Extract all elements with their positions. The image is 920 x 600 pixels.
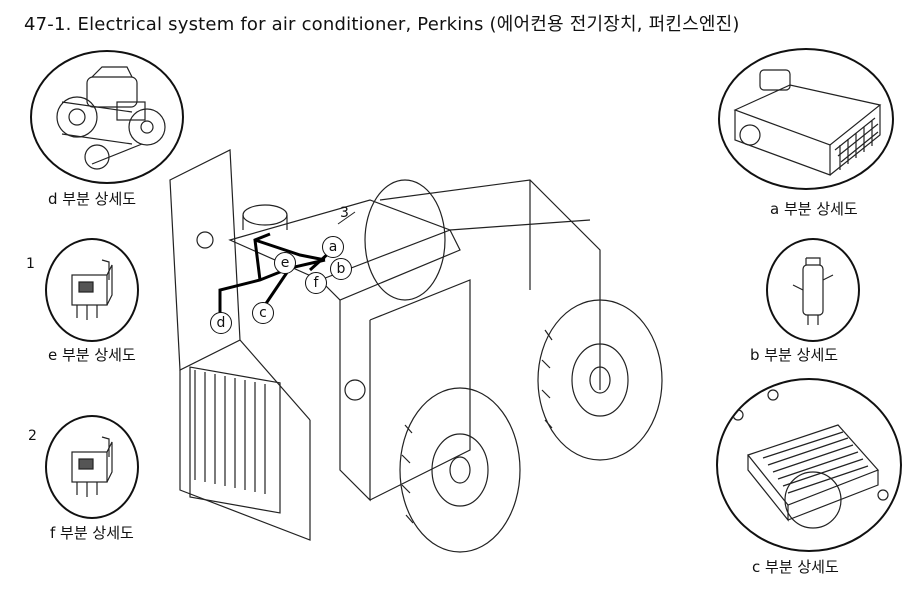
skid-steer-loader-illustration [169, 149, 663, 553]
detail-circle-d [30, 50, 184, 184]
harness-letter-c: c [259, 305, 267, 321]
harness-label-d: d [210, 312, 232, 334]
condenser-illustration [732, 389, 889, 529]
drier-illustration [792, 257, 834, 325]
harness-letter-e: e [280, 255, 290, 271]
caption-detail-b: b 부분 상세도 [750, 346, 839, 364]
callout-number-2: 2 [28, 428, 37, 444]
detail-circle-e [45, 238, 139, 342]
evaporator-illustration [733, 69, 882, 176]
caption-detail-a: a 부분 상세도 [770, 200, 858, 218]
compressor-illustration [56, 66, 166, 170]
relay-illustration [71, 259, 113, 320]
callout-number-1: 1 [26, 256, 35, 272]
harness-label-e: e [274, 252, 296, 274]
harness-label-c: c [252, 302, 274, 324]
harness-letter-f: f [313, 275, 319, 291]
caption-detail-c: c 부분 상세도 [752, 558, 839, 576]
callout-number-3: 3 [340, 205, 349, 221]
caption-detail-f: f 부분 상세도 [50, 524, 134, 542]
caption-detail-d: d 부분 상세도 [48, 190, 137, 208]
detail-circle-f [45, 415, 139, 519]
detail-circle-c [716, 378, 902, 552]
caption-detail-e: e 부분 상세도 [48, 346, 136, 364]
harness-letter-d: d [216, 315, 226, 331]
harness-label-b: b [330, 258, 352, 280]
harness-label-a: a [322, 236, 344, 258]
diagram-title: 47-1. Electrical system for air conditio… [24, 14, 740, 35]
harness-letter-a: a [328, 239, 338, 255]
detail-circle-a [718, 48, 894, 190]
detail-circle-b [766, 238, 860, 342]
relay-illustration [71, 436, 113, 497]
harness-letter-b: b [336, 261, 346, 277]
harness-label-f: f [305, 272, 327, 294]
